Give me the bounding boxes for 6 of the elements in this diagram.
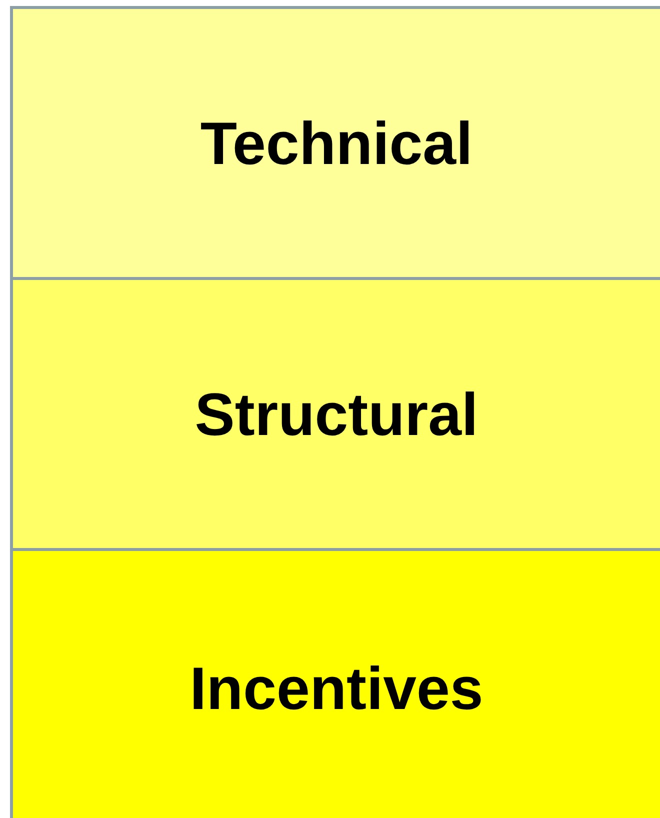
layer-band bbox=[10, 277, 660, 551]
band-label: Incentives bbox=[190, 654, 484, 722]
layer-band bbox=[10, 6, 660, 280]
band-label: Technical bbox=[200, 108, 473, 178]
band-label: Structural bbox=[194, 380, 478, 448]
layer-band bbox=[10, 548, 660, 818]
